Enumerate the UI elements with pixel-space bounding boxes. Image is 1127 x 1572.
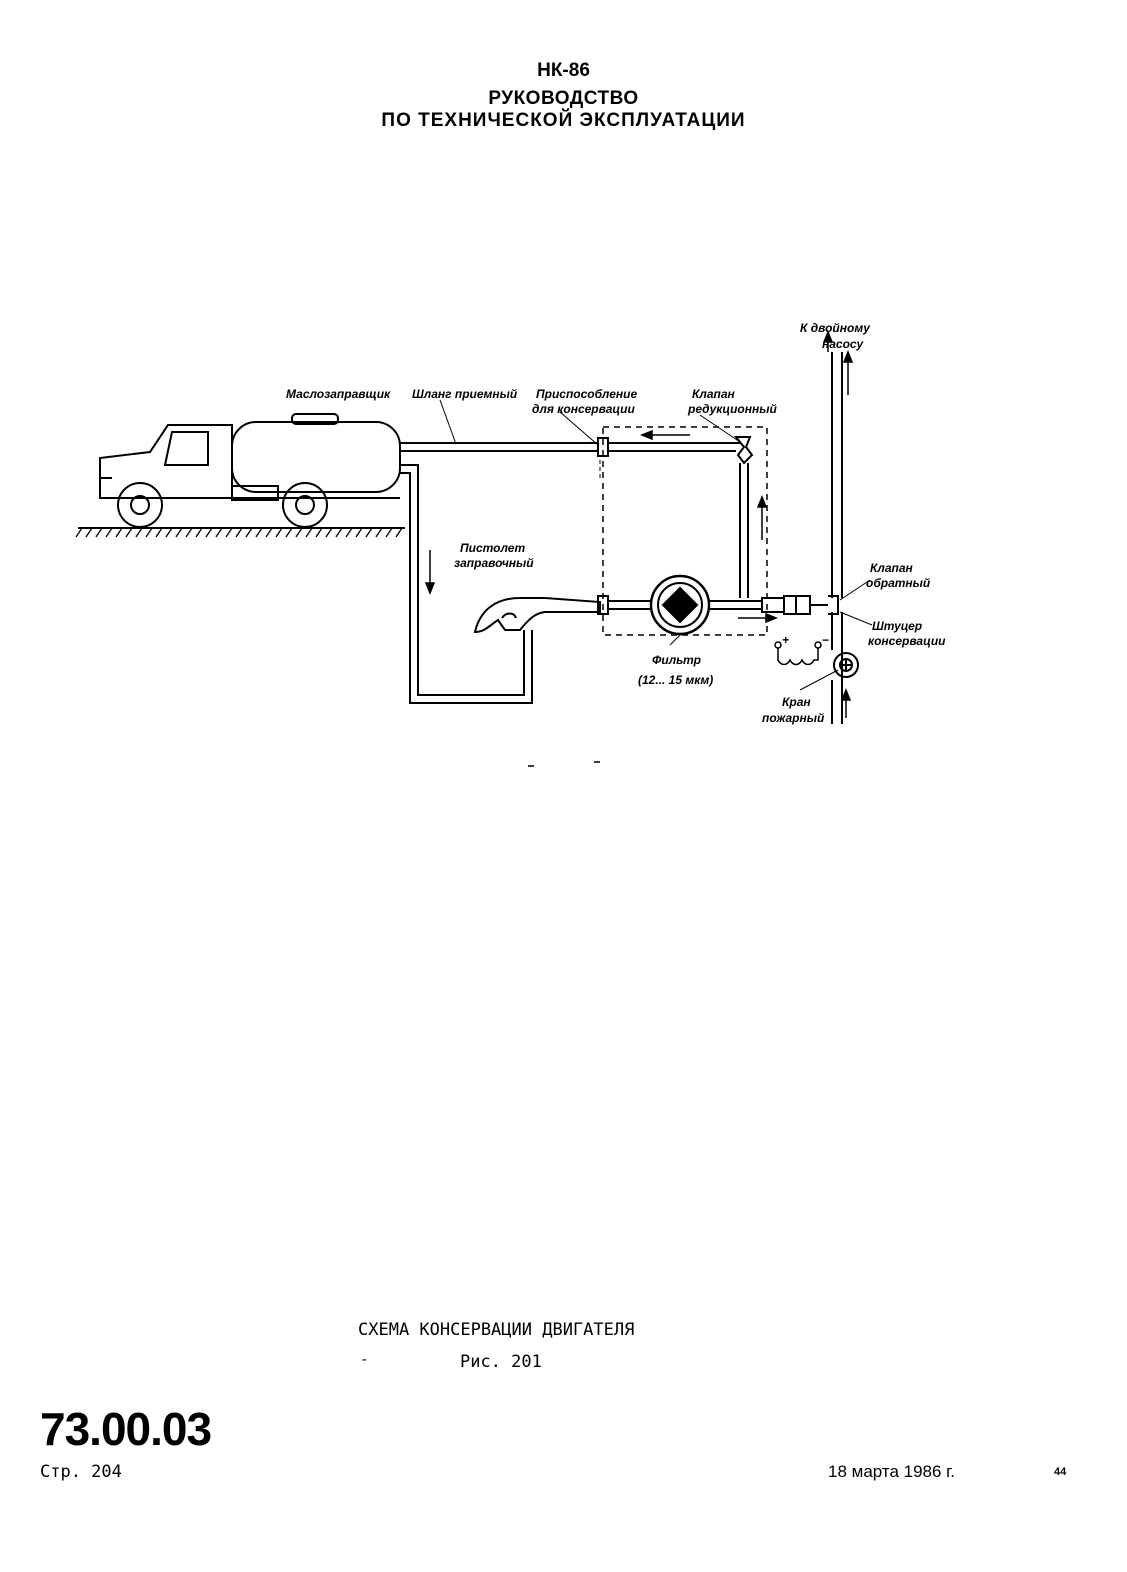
- sheet-number: 44: [1054, 1466, 1067, 1478]
- leader-lines: [439, 399, 873, 691]
- label-device-line1: Приспособление: [536, 387, 637, 401]
- supply-line: [400, 464, 533, 704]
- manual-title-line1: РУКОВОДСТВО: [488, 88, 639, 109]
- tanker-truck: [99, 413, 401, 528]
- label-gun-line2: заправочный: [454, 556, 534, 570]
- manual-title-line2: ПО ТЕХНИЧЕСКОЙ ЭКСПЛУАТАЦИИ: [381, 110, 746, 131]
- engine-preservation-diagram: К двойному насосу Маслозаправщик Шланг п…: [75, 321, 946, 767]
- ground-hatching: [75, 527, 403, 538]
- coupling-upper: [597, 437, 609, 457]
- figure-number: Рис. 201: [460, 1352, 542, 1372]
- label-plus: +: [782, 633, 789, 647]
- electrical-terminals: [774, 641, 822, 666]
- reducing-valve: [733, 436, 754, 465]
- label-fitting-line2: консервации: [868, 634, 946, 648]
- label-gun-line1: Пистолет: [460, 541, 525, 555]
- label-hose: Шланг приемный: [412, 387, 518, 401]
- label-reducing-valve-line1: Клапан: [692, 387, 736, 401]
- label-crane-line1: Кран: [782, 695, 811, 709]
- label-pump-line2: насосу: [822, 337, 864, 351]
- label-check-valve-line1: Клапан: [870, 561, 914, 575]
- label-check-valve-line2: обратный: [866, 576, 931, 590]
- label-filter-line1: Фильтр: [652, 653, 701, 667]
- check-valve: [761, 595, 839, 615]
- figure-title: СХЕМА КОНСЕРВАЦИИ ДВИГАТЕЛЯ: [358, 1320, 635, 1340]
- label-reducing-valve-line2: редукционный: [687, 402, 777, 416]
- fire-valve: [833, 652, 859, 678]
- fuel-nozzle: [473, 597, 601, 634]
- main-pipe: [831, 352, 843, 724]
- label-tanker: Маслозаправщик: [286, 387, 391, 401]
- revision-date: 18 марта 1986 г.: [828, 1462, 956, 1481]
- caption-dash: -: [360, 1352, 369, 1368]
- page-number: Стр. 204: [40, 1462, 122, 1482]
- document-model: НК-86: [537, 60, 590, 81]
- flow-arrows: [424, 329, 854, 718]
- document-number: 73.00.03: [40, 1403, 212, 1455]
- preservation-device-frame: [602, 426, 768, 636]
- coupling-lower: [597, 595, 609, 615]
- label-crane-line2: пожарный: [762, 711, 825, 725]
- label-filter-line2: (12... 15 мкм): [638, 673, 713, 687]
- label-minus: −: [822, 633, 829, 647]
- filter: [649, 574, 711, 636]
- label-fitting-line1: Штуцер: [872, 619, 922, 633]
- label-pump-line1: К двойному: [800, 321, 871, 335]
- label-device-line2: для консервации: [532, 402, 635, 416]
- receiving-hose: [400, 442, 740, 452]
